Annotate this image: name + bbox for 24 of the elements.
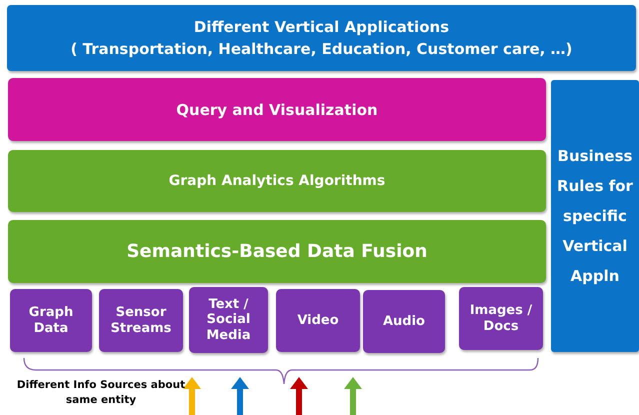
side-panel	[551, 80, 639, 352]
layer-band	[8, 78, 546, 141]
node-text: Graph Analytics Algorithms	[168, 172, 386, 190]
node-text: Images / Docs	[468, 302, 534, 334]
application-band	[7, 5, 636, 71]
source-box	[99, 289, 183, 352]
node-text: Business Rules for specific Vertical Appln	[556, 146, 634, 287]
source-box	[276, 289, 360, 352]
node-text: Different Vertical Applications	[194, 18, 450, 36]
layer-band	[8, 220, 546, 283]
node-text: Graph Data	[28, 304, 74, 336]
caption-text: Different Info Sources about same entity	[16, 378, 186, 408]
node-text: ( Transportation, Healthcare, Education, Customer care, …)	[70, 40, 572, 58]
node-text: Sensor Streams	[110, 304, 172, 336]
source-box	[459, 287, 543, 350]
node-text: Video	[297, 312, 339, 328]
source-box	[363, 290, 445, 353]
layer-band	[8, 150, 546, 212]
node-text: Audio	[382, 314, 425, 330]
node-text: Semantics-Based Data Fusion	[126, 240, 428, 262]
node-text: Query and Visualization	[176, 100, 378, 118]
node-text: Text / Social Media	[205, 296, 252, 344]
source-box	[189, 287, 268, 353]
source-box	[10, 289, 92, 352]
